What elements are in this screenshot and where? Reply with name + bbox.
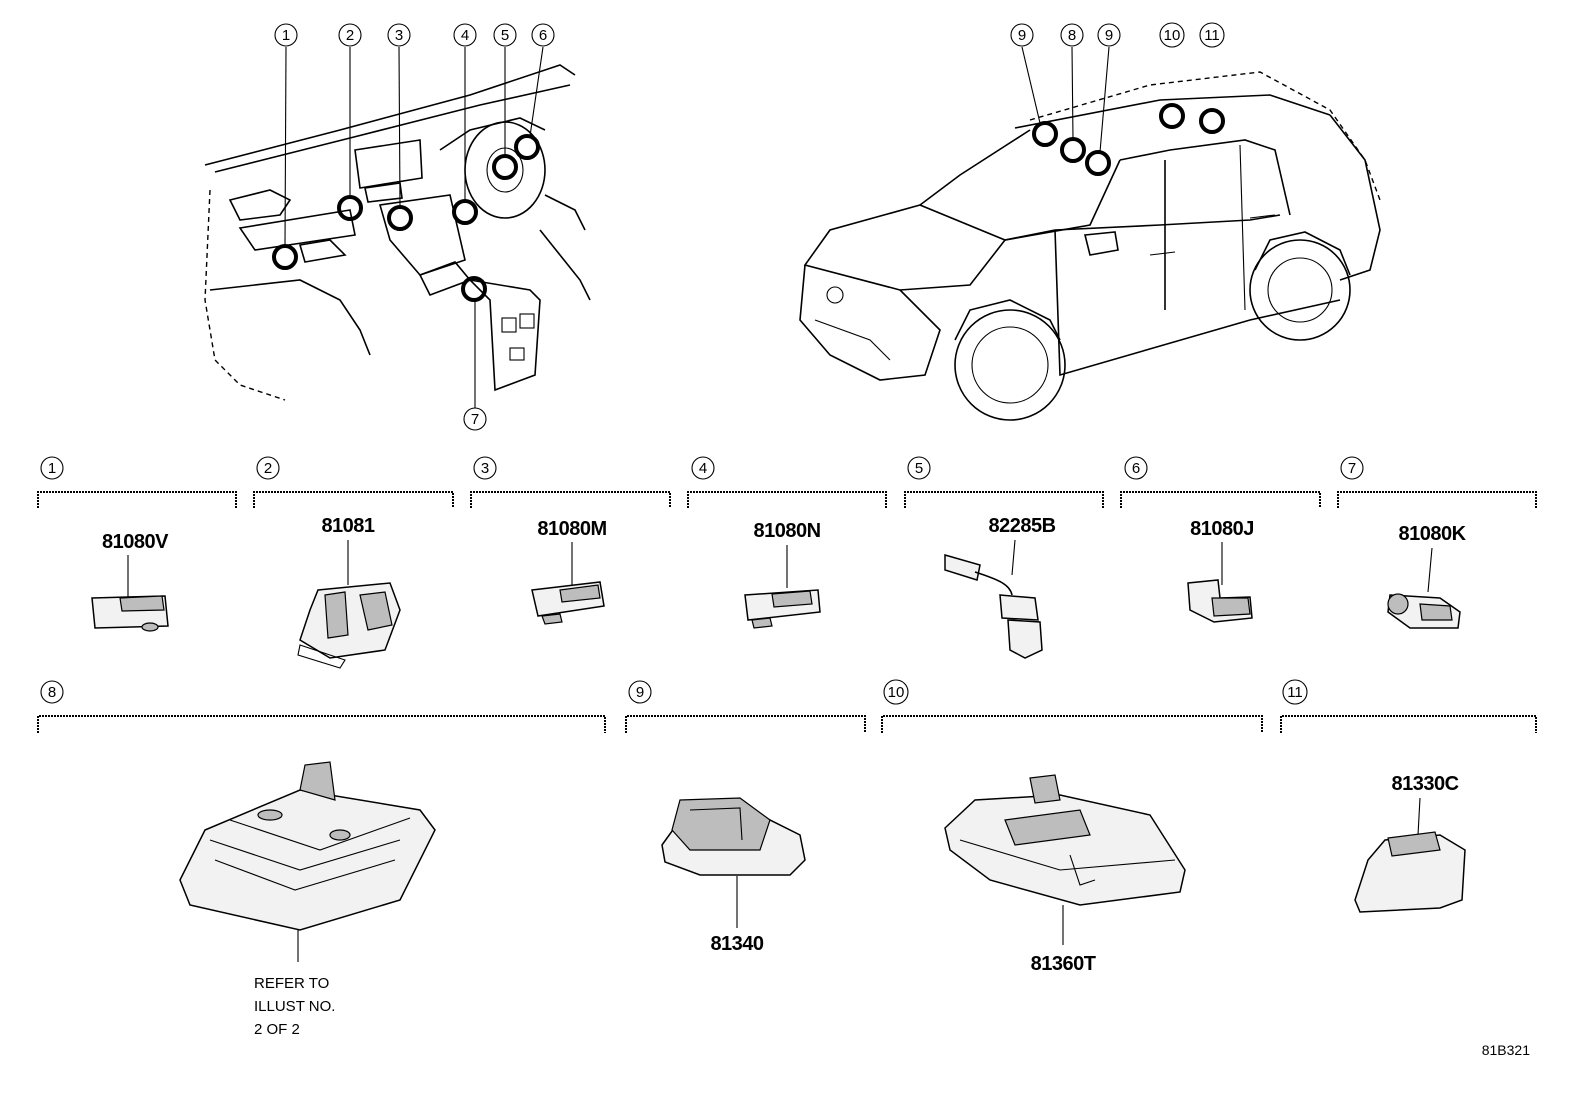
row1-sections: 1 81080V 2 81081 3 81080M <box>37 456 1537 669</box>
svg-text:1: 1 <box>282 27 290 44</box>
svg-text:7: 7 <box>471 411 479 428</box>
callout-9b: 9 <box>1097 23 1121 47</box>
section-6: 6 81080J <box>1120 456 1321 623</box>
svg-text:9: 9 <box>636 684 644 701</box>
svg-text:8: 8 <box>1068 27 1076 44</box>
part-number-81080M: 81080M <box>537 518 606 540</box>
svg-text:11: 11 <box>1204 27 1220 44</box>
row2-sections: 8 REFER TO ILLUST NO. 2 OF 2 9 81340 <box>37 679 1537 1038</box>
exterior-view <box>799 46 1381 421</box>
refer-note-line-1: REFER TO <box>254 975 329 992</box>
svg-text:1: 1 <box>48 460 56 477</box>
part-number-81081: 81081 <box>321 515 374 537</box>
svg-text:11: 11 <box>1287 684 1303 701</box>
svg-text:6: 6 <box>1132 460 1140 477</box>
callout-10: 10 <box>1159 22 1185 48</box>
part-number-81330C: 81330C <box>1391 773 1458 795</box>
section-7: 7 81080K <box>1337 456 1537 629</box>
callout-2: 2 <box>338 23 362 47</box>
callout-5: 5 <box>493 23 517 47</box>
interior-view <box>204 46 591 408</box>
svg-text:6: 6 <box>539 27 547 44</box>
section-4: 4 81080N <box>687 456 887 629</box>
callout-4: 4 <box>453 23 477 47</box>
part-number-81080V: 81080V <box>102 531 169 553</box>
section-1: 1 81080V <box>37 456 237 632</box>
refer-note-line-2: ILLUST NO. <box>254 998 335 1015</box>
svg-text:7: 7 <box>1348 460 1356 477</box>
section-3: 3 81080M <box>470 456 671 625</box>
part-number-81340: 81340 <box>710 933 763 955</box>
part-number-81080N: 81080N <box>753 520 820 542</box>
part-number-81080K: 81080K <box>1398 523 1466 545</box>
part-number-82285B: 82285B <box>988 515 1055 537</box>
callout-11: 11 <box>1199 22 1225 48</box>
svg-text:4: 4 <box>461 27 469 44</box>
figure-code: 81B321 <box>1482 1042 1530 1058</box>
svg-text:3: 3 <box>481 460 489 477</box>
svg-text:9: 9 <box>1018 27 1026 44</box>
exterior-callouts: 9 8 9 10 11 <box>1010 22 1225 48</box>
callout-6: 6 <box>531 23 555 47</box>
part-number-81360T: 81360T <box>1031 953 1096 975</box>
svg-text:8: 8 <box>48 684 56 701</box>
section-2: 2 81081 <box>253 456 454 669</box>
svg-text:3: 3 <box>395 27 403 44</box>
section-8: 8 REFER TO ILLUST NO. 2 OF 2 <box>37 680 606 1038</box>
section-10: 10 81360T <box>881 679 1263 975</box>
part-number-81080J: 81080J <box>1190 518 1254 540</box>
callout-7: 7 <box>463 407 487 431</box>
section-11: 11 81330C <box>1280 679 1537 913</box>
refer-note-line-3: 2 OF 2 <box>254 1021 300 1038</box>
callout-1: 1 <box>274 23 298 47</box>
svg-text:2: 2 <box>346 27 354 44</box>
callout-3: 3 <box>387 23 411 47</box>
callout-8: 8 <box>1060 23 1084 47</box>
svg-text:2: 2 <box>264 460 272 477</box>
svg-text:10: 10 <box>888 684 905 701</box>
svg-text:5: 5 <box>915 460 923 477</box>
interior-callouts: 1 2 3 4 5 6 7 <box>274 23 555 431</box>
section-5: 5 82285B <box>904 456 1104 659</box>
svg-text:9: 9 <box>1105 27 1113 44</box>
svg-text:10: 10 <box>1164 27 1181 44</box>
svg-text:5: 5 <box>501 27 509 44</box>
callout-9a: 9 <box>1010 23 1034 47</box>
section-9: 9 81340 <box>625 680 866 955</box>
svg-text:4: 4 <box>699 460 707 477</box>
